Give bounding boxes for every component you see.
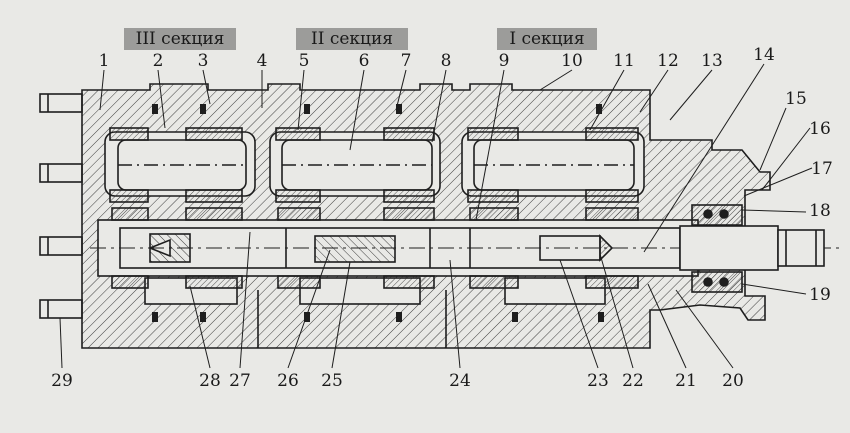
callout-6: 6: [359, 51, 370, 71]
callout-1: 1: [99, 51, 110, 71]
callout-13: 13: [701, 51, 723, 71]
bolt-heads: [39, 93, 83, 319]
callout-24: 24: [449, 371, 471, 391]
callout-5: 5: [299, 51, 310, 71]
callout-15: 15: [785, 89, 807, 109]
callout-12: 12: [657, 51, 679, 71]
callout-9: 9: [499, 51, 510, 71]
callout-18: 18: [809, 201, 831, 221]
callout-20: 20: [722, 371, 744, 391]
callout-23: 23: [587, 371, 609, 391]
callout-27: 27: [229, 371, 251, 391]
callout-28: 28: [199, 371, 221, 391]
callout-14: 14: [753, 45, 775, 65]
callout-19: 19: [809, 285, 831, 305]
callout-22: 22: [622, 371, 644, 391]
callout-11: 11: [613, 51, 635, 71]
callout-4: 4: [257, 51, 268, 71]
section-label-i: I секция: [497, 28, 597, 50]
callout-21: 21: [675, 371, 697, 391]
callout-2: 2: [153, 51, 164, 71]
callout-25: 25: [321, 371, 343, 391]
callout-7: 7: [401, 51, 412, 71]
section-label-iii: III секция: [124, 28, 236, 50]
callout-26: 26: [277, 371, 299, 391]
callout-29: 29: [51, 371, 73, 391]
callout-8: 8: [441, 51, 452, 71]
seal-rings: [152, 104, 604, 322]
callout-17: 17: [811, 159, 833, 179]
callout-10: 10: [561, 51, 583, 71]
section-label-ii: II секция: [296, 28, 408, 50]
output-shaft: [679, 204, 825, 293]
leader-lines: [59, 63, 813, 369]
upper-gears: [117, 139, 635, 191]
callout-16: 16: [809, 119, 831, 139]
drive-shaft: [90, 227, 840, 269]
callout-3: 3: [198, 51, 209, 71]
